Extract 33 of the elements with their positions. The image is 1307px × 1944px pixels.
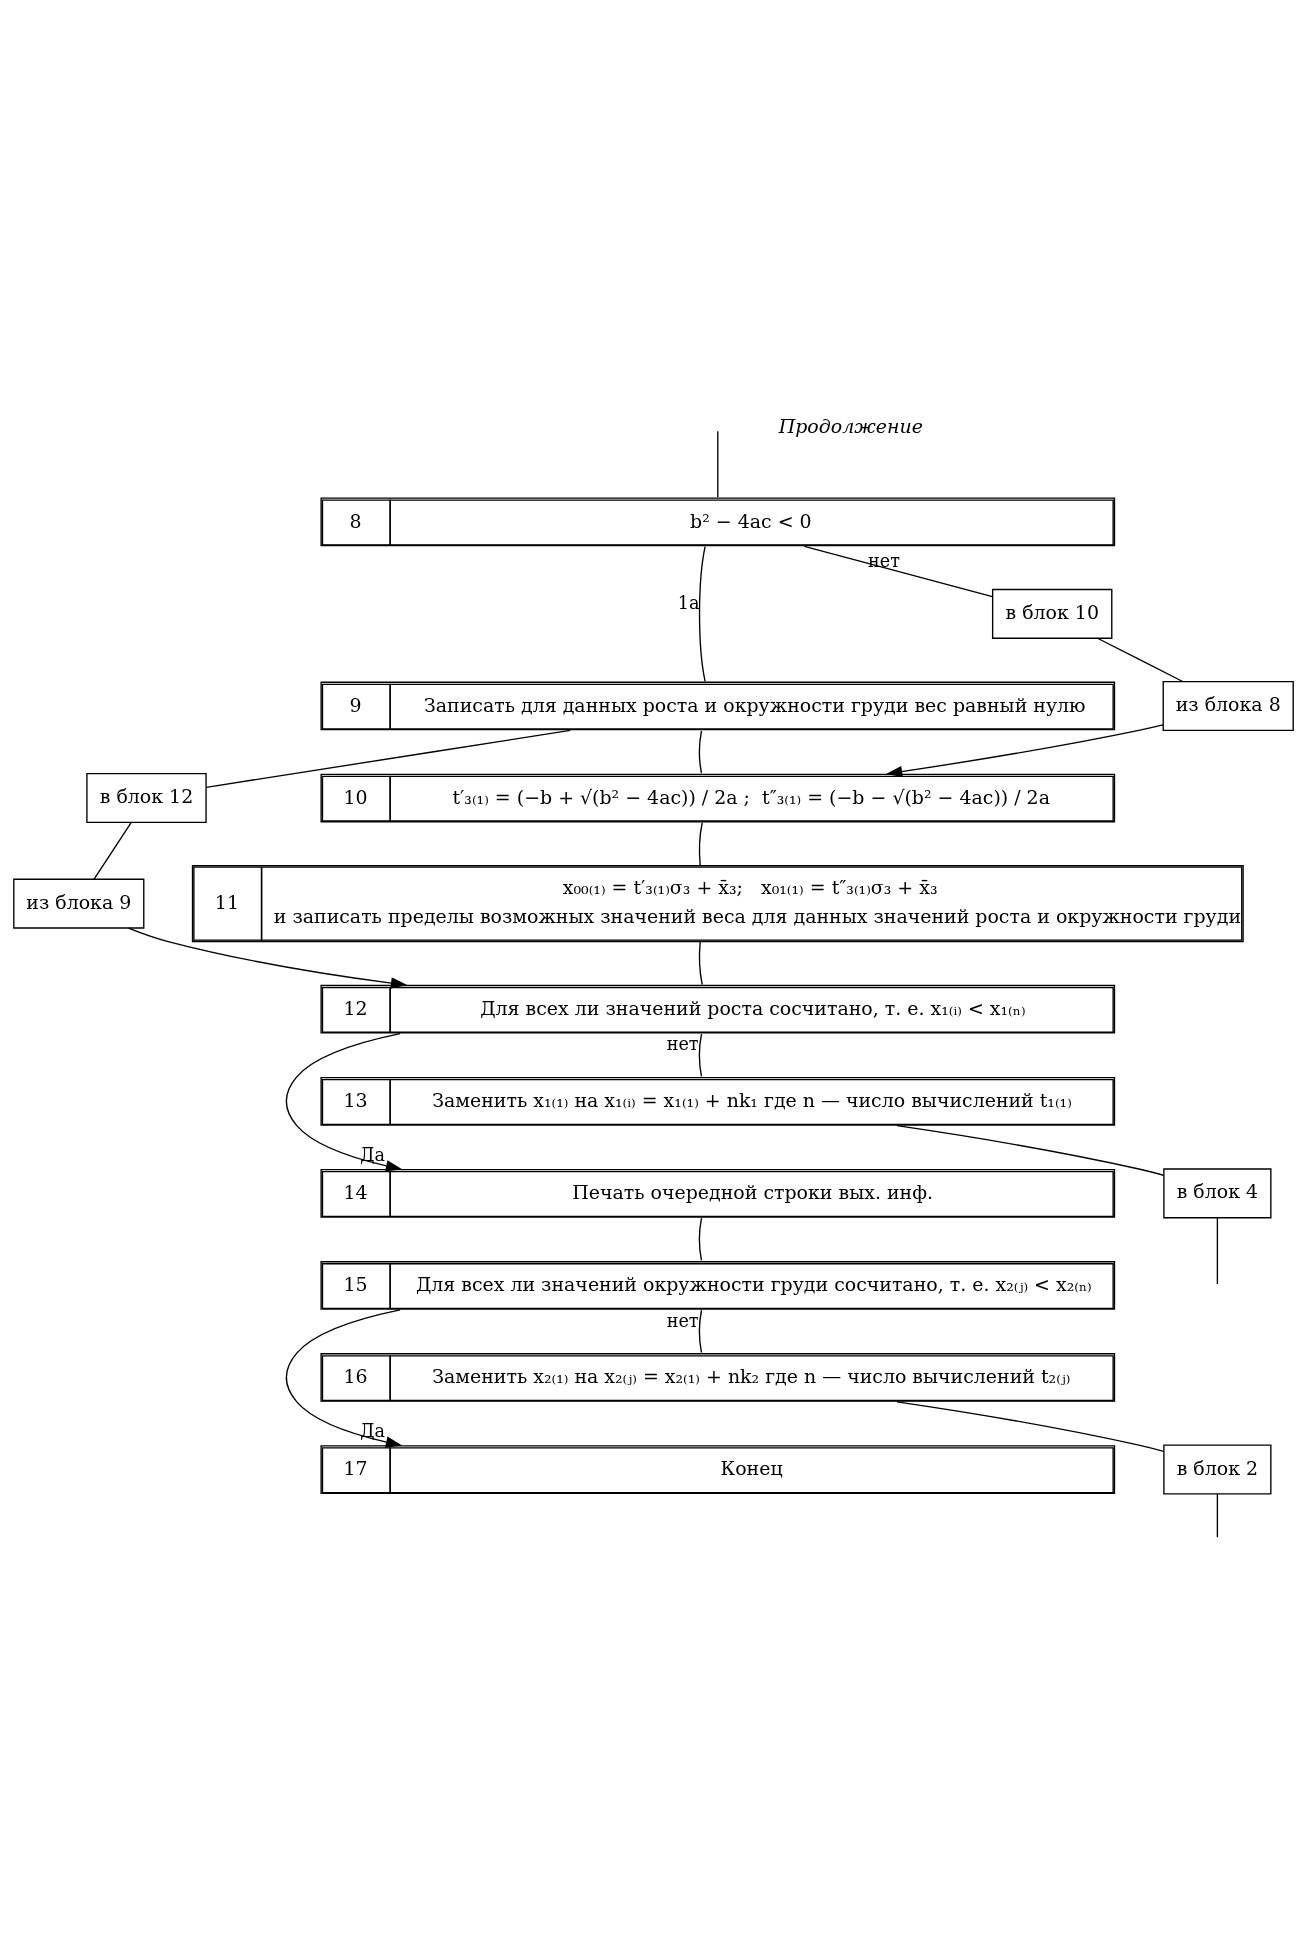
connector [698, 940, 703, 986]
connector [93, 822, 132, 880]
edge-label: Да [360, 1144, 385, 1165]
connector [698, 1033, 703, 1077]
connector [1216, 1217, 1219, 1285]
connector [1097, 637, 1184, 683]
node-box: в блок 4 [1163, 1168, 1272, 1219]
connector [717, 430, 719, 498]
connector [205, 729, 571, 788]
edge-label: 1a [677, 593, 700, 614]
connector [896, 1125, 1165, 1176]
label: Продолжение [778, 415, 923, 438]
connector [698, 730, 703, 774]
connector [1216, 1493, 1219, 1538]
arrow [285, 1033, 403, 1172]
connector [698, 1217, 703, 1262]
node-box: в блок 12 [86, 773, 207, 824]
arrow [886, 724, 1164, 778]
connector [698, 1309, 703, 1354]
arrow [127, 927, 408, 989]
edge-label: Да [360, 1421, 385, 1442]
connector [896, 1401, 1165, 1453]
edge-label: нет [666, 1034, 699, 1055]
node-box: из блока 8 [1162, 680, 1294, 731]
node-box: из блока 9 [13, 878, 145, 929]
connector [698, 822, 703, 867]
edge-label: нет [868, 551, 900, 572]
arrow [285, 1309, 403, 1448]
node-box: в блок 10 [991, 588, 1113, 639]
edge-label: нет [666, 1310, 699, 1331]
node-box: в блок 2 [1163, 1444, 1272, 1495]
connector [698, 545, 706, 683]
connector [803, 545, 994, 598]
